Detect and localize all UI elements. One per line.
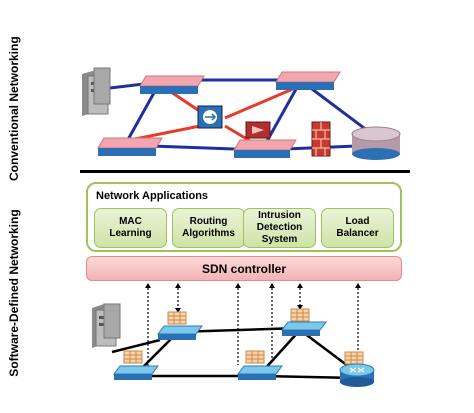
switch-icon-bottom-left	[97, 137, 163, 156]
sdn-controller-bar: SDN controller	[86, 256, 402, 281]
switch-icon-bottom-middle	[233, 139, 297, 158]
sdn-switch-icon-bottom-left	[113, 365, 159, 380]
section-divider	[80, 170, 410, 173]
sdn-network	[92, 283, 375, 387]
network-applications-box: Network Applications MAC Learning Routin…	[86, 182, 402, 252]
sdn-switch-icon-top-right	[281, 321, 327, 336]
conventional-network	[82, 67, 401, 160]
app-load-balancer: Load Balancer	[321, 208, 394, 248]
app-routing-algorithms: Routing Algorithms	[172, 208, 245, 248]
switch-icon-top-left	[139, 75, 205, 94]
app-mac-learning: MAC Learning	[94, 208, 167, 248]
server-icon	[82, 67, 111, 116]
firewall-icon	[311, 121, 331, 157]
switch-icon-top-right	[275, 71, 341, 90]
control-channel-lines	[147, 284, 359, 368]
sdn-switch-icon-top-left	[157, 325, 203, 340]
sdn-switch-icon-bottom-middle	[237, 365, 283, 380]
network-applications-title: Network Applications	[96, 190, 209, 202]
router-icon	[351, 126, 401, 160]
ids-appliance-icon	[245, 121, 271, 139]
control-arrowheads	[145, 283, 361, 313]
server-icon-sdn	[92, 303, 121, 348]
app-intrusion-detection: Intrusion Detection System	[243, 208, 316, 248]
load-balancer-icon	[197, 105, 223, 129]
sdn-router-icon	[339, 363, 375, 387]
